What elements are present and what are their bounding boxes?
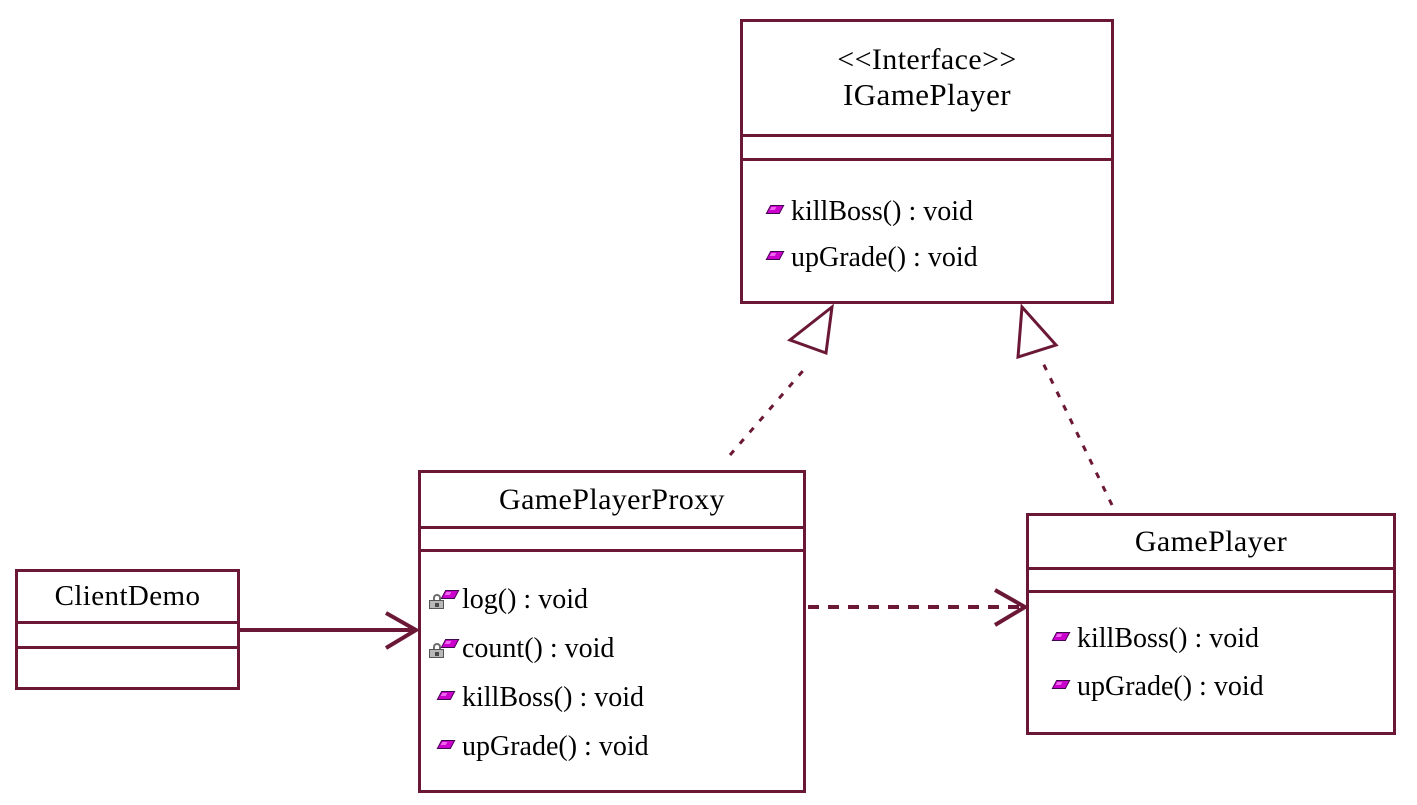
class-title: ClientDemo [54,580,201,613]
lock-icon [429,642,444,658]
class-name-compartment: ClientDemo [18,572,237,624]
class-attributes-compartment [18,624,237,649]
method-diamond-icon [1051,680,1071,689]
operation-row[interactable]: killBoss() : void [1051,615,1393,663]
relation-player-realizes-interface [1016,303,1114,506]
relation-client-uses-proxy [240,611,420,650]
class-box-clientdemo[interactable]: ClientDemo [15,569,240,690]
member-icon-group [765,245,791,271]
operation-row[interactable]: upGrade() : void [429,722,803,771]
class-attributes-compartment [1029,570,1393,593]
hollow-triangle-arrowhead [786,303,834,356]
open-arrowhead [993,588,1029,627]
operation-row[interactable]: log() : void [429,575,803,624]
method-diamond-icon [765,251,785,260]
operation-row[interactable]: upGrade() : void [765,235,1111,281]
operation-row[interactable]: upGrade() : void [1051,663,1393,711]
hollow-triangle-arrowhead [1016,303,1059,360]
class-attributes-compartment [743,137,1111,161]
class-stereotype: <<Interface>> [837,43,1017,77]
class-operations-compartment: killBoss() : void upGrade() : void [743,161,1111,301]
operation-label: killBoss() : void [1077,623,1260,654]
class-box-gameplayer[interactable]: GamePlayer killBoss() : void upGrade() :… [1026,513,1396,735]
realization-line [1041,362,1114,506]
class-title: IGamePlayer [843,77,1011,113]
member-icon-group [429,636,462,662]
lock-icon [429,593,444,609]
class-operations-compartment [18,649,237,687]
member-icon-group [429,587,462,613]
member-icon-group [429,734,462,760]
realization-line [728,364,810,456]
class-name-compartment: <<Interface>> IGamePlayer [743,22,1111,137]
class-name-compartment: GamePlayerProxy [421,473,803,529]
operation-row[interactable]: killBoss() : void [429,673,803,722]
class-box-igameplayer[interactable]: <<Interface>> IGamePlayer killBoss() : v… [740,19,1114,304]
operation-list: killBoss() : void upGrade() : void [1051,615,1393,711]
operation-label: upGrade() : void [1077,671,1264,702]
operation-label: log() : void [462,583,588,615]
relation-proxy-depends-player [808,588,1029,627]
method-diamond-icon [440,638,460,648]
operation-label: upGrade() : void [791,242,978,273]
operation-row[interactable]: count() : void [429,624,803,673]
method-diamond-icon [440,589,460,599]
open-arrowhead [384,611,420,650]
member-icon-group [765,199,791,225]
class-title: GamePlayer [1134,524,1288,558]
relation-proxy-realizes-interface [728,303,834,456]
member-icon-group [429,685,462,711]
member-icon-group [1051,674,1077,700]
member-icon-group [1051,626,1077,652]
operation-list: log() : void count() : void killB [429,575,803,771]
class-title: GamePlayerProxy [499,482,725,516]
class-operations-compartment: log() : void count() : void killB [421,552,803,790]
method-diamond-icon [1051,632,1071,641]
class-attributes-compartment [421,529,803,552]
operation-label: killBoss() : void [791,196,974,227]
operation-label: upGrade() : void [462,730,649,762]
method-diamond-icon [436,690,456,700]
method-diamond-icon [436,739,456,749]
class-name-compartment: GamePlayer [1029,516,1393,570]
operation-label: killBoss() : void [462,681,645,713]
class-operations-compartment: killBoss() : void upGrade() : void [1029,593,1393,732]
method-diamond-icon [765,205,785,214]
class-box-gameplayerproxy[interactable]: GamePlayerProxy log() : void [418,470,806,793]
operation-list: killBoss() : void upGrade() : void [765,189,1111,281]
operation-row[interactable]: killBoss() : void [765,189,1111,235]
operation-label: count() : void [462,632,615,664]
